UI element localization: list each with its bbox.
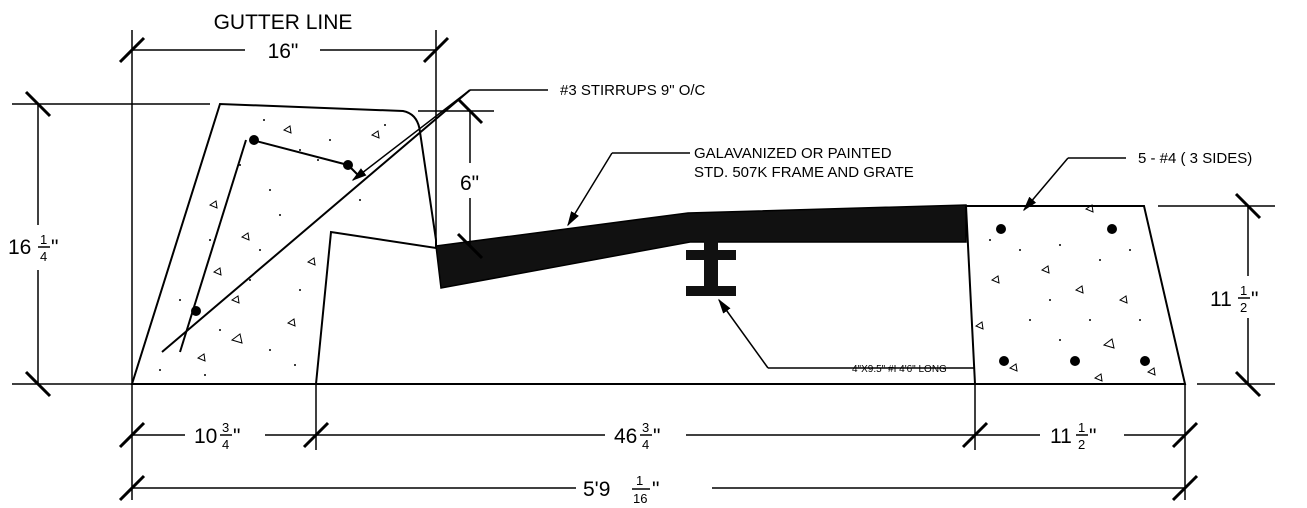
bottom-mid-den: 4: [642, 437, 649, 452]
concrete-texture: [159, 119, 386, 376]
height-inch: ": [51, 236, 58, 259]
stirrups-note: #3 STIRRUPS 9" O/C: [560, 82, 706, 99]
dim-depth-6: 6": [418, 97, 494, 260]
depth-label: 6": [460, 172, 479, 195]
overall-den: 16: [633, 491, 647, 506]
bottom-right-den: 2: [1078, 437, 1085, 452]
bottom-left-num: 3: [222, 420, 229, 435]
bottom-mid-num: 3: [642, 420, 649, 435]
dim-bottom-row: 10 3 4 " 46 3 4 " 11 1 2 ": [118, 384, 1199, 500]
grate-shape: [435, 204, 967, 289]
gutter-line-label: GUTTER LINE: [214, 11, 353, 34]
height-whole: 16: [8, 236, 31, 259]
bottom-right-inch: ": [1089, 425, 1096, 448]
callout-grate: GALAVANIZED OR PAINTED STD. 507K FRAME A…: [567, 145, 914, 227]
left-curb: [130, 89, 471, 385]
height-den: 4: [40, 249, 47, 264]
rebar-dot: [191, 306, 201, 316]
bottom-left-whole: 10: [194, 425, 217, 448]
beam-note: 4"X9.5" #I 4'6" LONG: [852, 364, 947, 375]
bottom-right-whole: 11: [1050, 425, 1072, 448]
bottom-right-num: 1: [1078, 420, 1085, 435]
bottom-mid-whole: 46: [614, 425, 637, 448]
bottom-left-den: 4: [222, 437, 229, 452]
gutter-width-label: 16": [268, 40, 299, 63]
stirrup-diagonal: [161, 89, 471, 353]
bottom-mid-inch: ": [653, 425, 660, 448]
height-num: 1: [40, 232, 47, 247]
i-beam: [686, 218, 736, 296]
rebar-note: 5 - #4 ( 3 SIDES): [1138, 150, 1252, 167]
callout-stirrups: #3 STIRRUPS 9" O/C: [351, 82, 706, 181]
overall-inch: ": [652, 478, 659, 501]
overall-num: 1: [636, 473, 643, 488]
frame-and-grate: [435, 204, 967, 296]
grate-note-line2: STD. 507K FRAME AND GRATE: [694, 164, 914, 181]
right-height-den: 2: [1240, 300, 1247, 315]
dim-total-height: 16 1 4 ": [8, 90, 210, 398]
right-height-num: 1: [1240, 283, 1247, 298]
concrete-texture: [974, 204, 1156, 382]
overall-whole: 5'9: [583, 478, 610, 501]
right-curb: [964, 204, 1187, 385]
left-curb-outline: [130, 102, 437, 385]
dim-overall: 5'9 1 16 ": [118, 473, 1199, 506]
rebar-dot: [343, 160, 353, 170]
right-height-inch: ": [1251, 288, 1258, 311]
dim-gutter-16: 16": [118, 30, 450, 384]
rebar-dot: [249, 135, 259, 145]
stirrup-top: [251, 139, 349, 166]
dim-right-height: 11 1 2 ": [1158, 192, 1275, 398]
bottom-left-inch: ": [233, 425, 240, 448]
grate-note-line1: GALAVANIZED OR PAINTED: [694, 145, 892, 162]
stirrup-left: [179, 139, 247, 353]
callout-rebar: 5 - #4 ( 3 SIDES): [1023, 150, 1252, 212]
right-height-whole: 11: [1210, 288, 1232, 311]
callout-beam: 4"X9.5" #I 4'6" LONG: [718, 298, 975, 375]
